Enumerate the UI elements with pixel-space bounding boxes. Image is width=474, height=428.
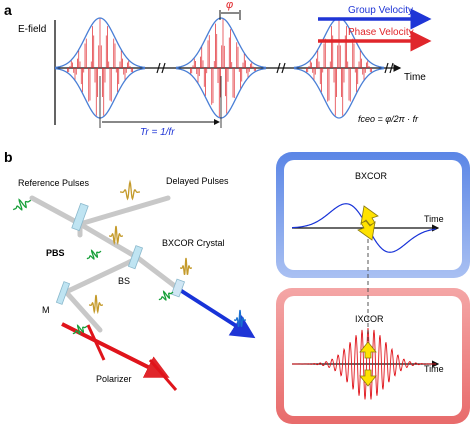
- panel-b-label: b: [4, 149, 13, 165]
- period-label: Tr = 1/fr: [140, 127, 175, 138]
- pbs-label: PBS: [46, 248, 65, 258]
- bs-optic: [127, 245, 144, 270]
- pbs-optic: [71, 202, 89, 232]
- polarizer-label: Polarizer: [96, 374, 132, 384]
- output-red-arrow-tail: [148, 359, 178, 391]
- blue-pulse: [234, 309, 246, 327]
- time-axis-label: Time: [404, 72, 426, 83]
- fceo-formula: fceo = φ/2π · fr: [358, 114, 419, 124]
- pulse-train: [54, 17, 385, 119]
- phi-label: φ: [226, 0, 233, 11]
- green-pulse: [86, 249, 102, 261]
- bxcor-box-label: BXCOR: [355, 171, 388, 181]
- bxcor-crystal: [170, 278, 186, 298]
- group-velocity-label: Group Velocity: [348, 5, 413, 16]
- bs-label: BS: [118, 276, 130, 286]
- axis-break-marks: [156, 62, 394, 74]
- panel-a-label: a: [4, 2, 12, 18]
- reference-pulse: [12, 198, 32, 211]
- polarizer-beam-stub: [86, 324, 106, 361]
- phase-velocity-label: Phase Velocity: [348, 27, 414, 38]
- ixcor-box-label: IXCOR: [355, 314, 384, 324]
- green-pulse: [158, 290, 174, 302]
- pulse-envelope: [54, 17, 146, 69]
- reference-pulses-label: Reference Pulses: [18, 178, 90, 188]
- m-label: M: [42, 305, 50, 315]
- bxcor-beam: [178, 288, 256, 339]
- delayed-pulses-label: Delayed Pulses: [166, 176, 229, 186]
- efield-axis-label: E-field: [18, 24, 46, 35]
- green-pulse: [72, 324, 88, 336]
- beam-pulses: [12, 179, 246, 336]
- gold-pulse: [89, 294, 103, 315]
- gold-pulse: [180, 257, 192, 275]
- bxcor-crystal-label: BXCOR Crystal: [162, 238, 225, 248]
- mirror-optic: [55, 281, 71, 305]
- bxcor-time-label: Time: [424, 214, 444, 224]
- input-beams: [29, 195, 183, 333]
- pulse-envelope: [293, 67, 385, 119]
- bxcor-yellow-arrows: [357, 205, 379, 241]
- pulse-envelope: [175, 17, 267, 69]
- ixcor-time-label: Time: [424, 364, 444, 374]
- gold-pulse: [109, 225, 123, 246]
- ixcor-yellow-arrows: [359, 341, 377, 387]
- delayed-pulse: [120, 179, 140, 201]
